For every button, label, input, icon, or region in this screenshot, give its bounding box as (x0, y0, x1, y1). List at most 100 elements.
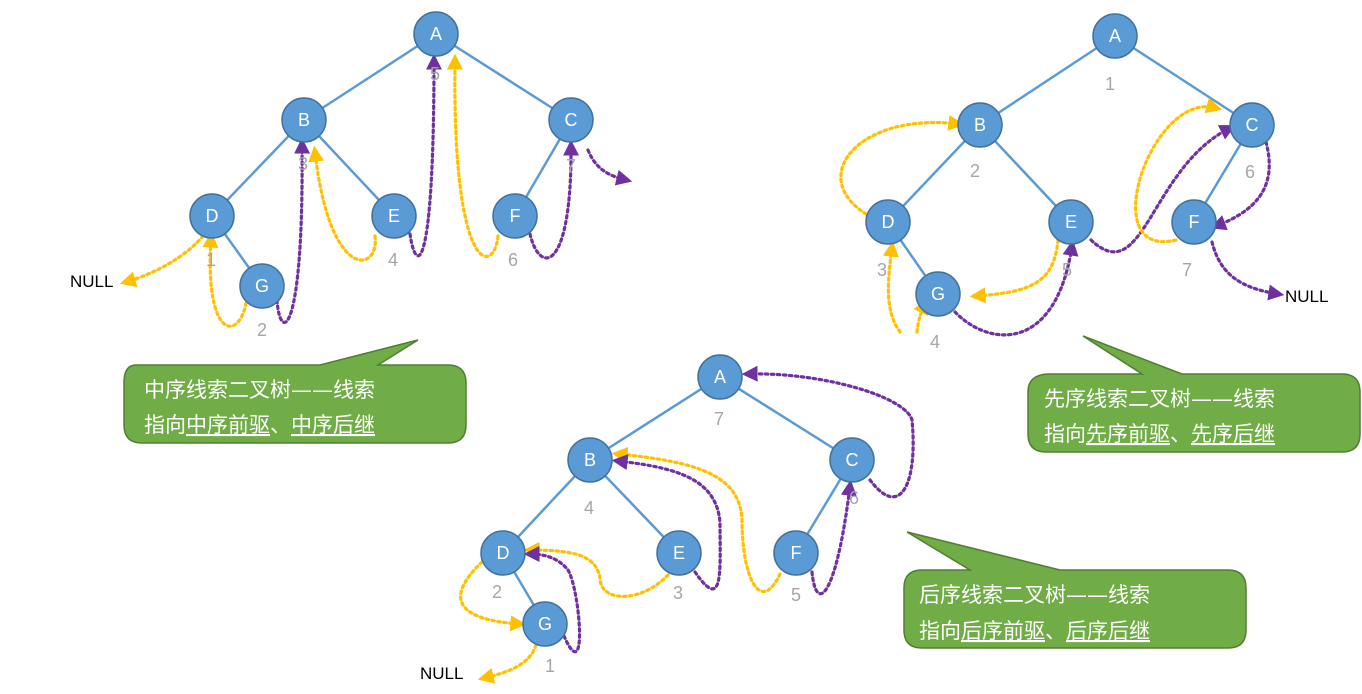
postorder-callout-line2-succ: 后序后继 (1066, 619, 1150, 643)
preorder-predecessor-thread-6 (1134, 97, 1223, 244)
inorder-order-number-E: 4 (388, 250, 398, 270)
preorder-callout-line2-prefix: 指向 (1044, 422, 1086, 446)
preorder-callout-line1: 先序线索二叉树——线索 (1044, 387, 1275, 411)
preorder-order-number-B: 2 (970, 161, 980, 181)
inorder-callout-line2-prefix: 指向 (144, 413, 186, 437)
postorder-successor-thread-1 (810, 479, 857, 596)
postorder-order-number-A: 7 (714, 409, 724, 429)
preorder-order-number-C: 6 (1245, 162, 1255, 182)
postorder-node-C (829, 437, 875, 483)
inorder-node-D (189, 193, 235, 239)
preorder-edge-A-C (1114, 34, 1253, 127)
inorder-node-E (371, 193, 417, 239)
inorder-edge-A-B (303, 32, 437, 122)
inorder-order-number-A: 5 (430, 64, 440, 84)
postorder-node-B (567, 437, 613, 483)
preorder-node-A (1092, 13, 1138, 59)
postorder-node-label-A: A (714, 367, 726, 387)
postorder-edge-A-C (719, 375, 853, 462)
inorder-order-number-G: 2 (257, 320, 267, 340)
preorder-successor-thread-7 (1210, 140, 1271, 231)
inorder-node-label-C: C (565, 110, 578, 130)
inorder-callout-box (123, 339, 467, 444)
postorder-node-F (773, 530, 819, 576)
inorder-callout-line2-pred: 中序前驱 (186, 413, 270, 437)
postorder-predecessor-thread-7 (477, 643, 538, 684)
callout-layer: 中序线索二叉树——线索指向中序前驱、中序后继先序线索二叉树——线索指向先序前驱、… (123, 335, 1361, 649)
inorder-node-label-A: A (430, 24, 442, 44)
preorder-node-C (1229, 102, 1275, 148)
postorder-order-number-F: 5 (791, 585, 801, 605)
inorder-null-label-0: NULL (70, 272, 113, 291)
inorder-predecessor-thread-3 (308, 145, 377, 262)
preorder-successor-thread-5 (1089, 125, 1236, 254)
preorder-callout-line2-sep: 、 (1170, 422, 1191, 446)
preorder-node-label-F: F (1189, 212, 1200, 232)
preorder-order-number-G: 4 (930, 332, 940, 352)
preorder-node-label-D: D (882, 212, 895, 232)
inorder-node-C (548, 97, 594, 143)
inorder-successor-thread-4 (408, 53, 442, 258)
postorder-node-D (480, 530, 526, 576)
postorder-node-A (697, 354, 743, 400)
preorder-successor-thread-8 (1210, 240, 1285, 301)
preorder-order-number-F: 7 (1182, 260, 1192, 280)
preorder-node-label-E: E (1065, 212, 1077, 232)
inorder-predecessor-thread-5 (446, 53, 500, 258)
preorder-successor-thread-4 (953, 239, 1079, 337)
postorder-callout-line2-pred: 后序前驱 (961, 619, 1045, 643)
preorder-edge-A-B (979, 34, 1116, 127)
inorder-node-A (413, 11, 459, 57)
postorder-null-label-0: NULL (420, 664, 463, 683)
preorder-null-label-0: NULL (1285, 287, 1328, 306)
inorder-successor-thread-7 (586, 148, 633, 186)
postorder-node-label-F: F (791, 543, 802, 563)
preorder-node-label-A: A (1109, 26, 1121, 46)
inorder-edge-A-C (435, 32, 572, 122)
inorder-callout-line2-sep: 、 (270, 413, 291, 437)
postorder-callout-box (903, 531, 1247, 649)
inorder-node-F (492, 193, 538, 239)
inorder-callout-line1: 中序线索二叉树——线索 (144, 378, 375, 402)
preorder-node-label-C: C (1246, 115, 1259, 135)
inorder-callout-line2: 指向中序前驱、中序后继 (144, 413, 375, 437)
inorder-node-label-G: G (255, 276, 269, 296)
inorder-node-label-E: E (388, 206, 400, 226)
inorder-order-number-F: 6 (508, 250, 518, 270)
preorder-node-E (1048, 199, 1094, 245)
preorder-node-B (957, 102, 1003, 148)
preorder-node-G (915, 271, 961, 317)
postorder-order-number-C: 6 (849, 488, 859, 508)
postorder-node-label-G: G (538, 614, 552, 634)
inorder-node-label-B: B (298, 110, 310, 130)
preorder-node-F (1171, 199, 1217, 245)
inorder-predecessor-thread-1 (202, 231, 249, 328)
postorder-predecessor-thread-2 (611, 446, 782, 593)
preorder-callout-line2-pred: 先序前驱 (1086, 422, 1170, 446)
inorder-callout-line2-succ: 中序后继 (291, 413, 375, 437)
inorder-order-number-C: 7 (566, 156, 576, 176)
preorder-order-number-D: 3 (877, 260, 887, 280)
preorder-predecessor-thread-1 (882, 240, 902, 334)
postorder-node-label-E: E (673, 543, 685, 563)
postorder-order-number-B: 4 (584, 498, 594, 518)
postorder-order-number-G: 1 (545, 656, 555, 676)
postorder-edge-A-B (589, 375, 721, 462)
postorder-successor-thread-0 (741, 365, 915, 499)
thread-layer (119, 53, 1285, 684)
inorder-node-label-F: F (510, 206, 521, 226)
postorder-node-label-B: B (584, 450, 596, 470)
postorder-predecessor-thread-4 (523, 542, 670, 598)
preorder-predecessor-thread-0 (839, 114, 965, 216)
postorder-order-number-D: 2 (492, 582, 502, 602)
preorder-node-label-B: B (974, 115, 986, 135)
postorder-node-G (522, 601, 568, 647)
postorder-order-number-E: 3 (673, 583, 683, 603)
preorder-callout-line2-succ: 先序后继 (1191, 422, 1275, 446)
preorder-callout-box (1027, 335, 1361, 453)
postorder-predecessor-thread-6 (459, 560, 527, 632)
inorder-predecessor-thread-0 (119, 234, 205, 287)
